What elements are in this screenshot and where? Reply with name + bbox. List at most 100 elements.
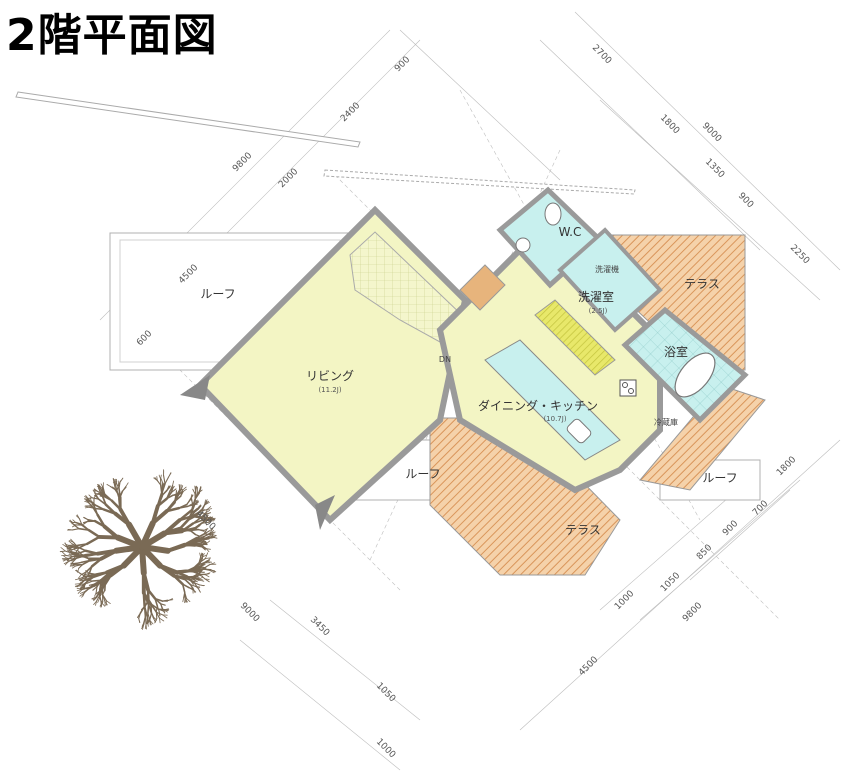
tree-branch: [99, 485, 103, 489]
tree-icon: [32, 437, 252, 657]
tree-branch: [70, 538, 74, 543]
dim-label: 2400: [339, 101, 362, 124]
tree-branch: [204, 501, 210, 506]
tree-branch: [91, 579, 102, 582]
tree-branch: [88, 585, 95, 590]
tree-branch: [209, 529, 215, 535]
tree-branch: [182, 486, 187, 491]
tree-branch: [90, 557, 103, 568]
tree-branch: [200, 504, 206, 512]
dim-label: 900: [736, 191, 755, 210]
tree-branch: [177, 488, 181, 496]
dim-label: 9800: [231, 151, 254, 174]
tree-branch: [95, 589, 102, 595]
storage: [459, 264, 506, 311]
tree-branch: [194, 544, 203, 548]
tree-branch: [76, 554, 87, 559]
tree-branch: [204, 499, 206, 505]
dim-label: 2700: [590, 43, 613, 66]
tree-branch: [144, 623, 147, 630]
tree-branch: [178, 518, 190, 531]
tree-branch: [168, 599, 174, 601]
tree-branch: [85, 573, 90, 579]
tree-branch: [79, 591, 86, 594]
tree-branch: [113, 511, 131, 527]
tree-branch: [206, 516, 212, 519]
tree-branch: [143, 615, 146, 624]
tree-branch: [180, 522, 195, 533]
tree-branch: [147, 599, 153, 607]
tree-branch: [88, 572, 98, 576]
tree-branch: [86, 579, 94, 582]
tree-branch: [99, 590, 103, 597]
tree-branch: [71, 563, 76, 567]
tree-branch: [193, 539, 201, 546]
dim-label: 1350: [703, 157, 726, 180]
tree-branch: [92, 596, 97, 600]
tree-branch: [75, 564, 84, 567]
tree-branch: [101, 495, 107, 506]
tree-branch: [88, 494, 93, 499]
tree-branch: [95, 586, 98, 593]
tree-branch: [212, 535, 217, 538]
tree-branch: [172, 574, 186, 581]
tree-branch: [75, 515, 80, 520]
tree-branch: [101, 589, 106, 596]
tree-branch: [176, 569, 190, 575]
dim-label: 1050: [374, 681, 397, 704]
roof-beam: [15, 91, 636, 195]
wall-corner: [315, 495, 335, 530]
dim-label: 9800: [681, 601, 704, 624]
dim-label: 3450: [308, 615, 331, 638]
tree-branch: [118, 481, 121, 490]
tree-branch: [191, 519, 204, 525]
tree-branch: [195, 524, 201, 529]
tree-branch: [205, 557, 211, 559]
tree-branch: [210, 534, 215, 538]
tree-branch: [206, 561, 212, 563]
tree-branch: [189, 579, 194, 585]
tree-branch: [198, 487, 202, 494]
tree-branch: [168, 472, 172, 478]
tree-branch: [161, 482, 165, 489]
tree-branch: [150, 611, 155, 618]
tree-branch: [154, 618, 158, 624]
tree-branch: [100, 601, 106, 607]
washer-label: 洗濯機: [595, 264, 619, 274]
tree-branch: [157, 608, 165, 611]
tree-branch: [156, 479, 162, 486]
tree-branch: [166, 485, 171, 491]
tree-branch: [205, 509, 210, 514]
tree-branch: [108, 563, 126, 578]
tree-branch: [195, 586, 201, 588]
tree-branch: [183, 576, 194, 579]
tree-branch: [112, 481, 117, 486]
tree-branch: [149, 612, 153, 621]
tree-branch: [74, 547, 80, 555]
tree-branch: [208, 518, 213, 522]
tree-branch: [118, 490, 124, 500]
tree-branch: [61, 551, 67, 556]
tree-branch: [99, 594, 102, 603]
tree-branch: [115, 480, 117, 486]
tree-branch: [191, 515, 202, 519]
tree-branch: [204, 574, 210, 578]
tree-branch: [66, 544, 72, 548]
tree-branch: [208, 533, 214, 537]
tree-branch: [197, 505, 200, 510]
dim-label: 1050: [659, 571, 682, 594]
tree-branch: [110, 499, 122, 511]
tree-branch: [78, 518, 83, 525]
tree-branch: [183, 578, 192, 586]
tree-branch: [95, 504, 105, 511]
tree-branch: [199, 557, 203, 565]
tree-branch: [71, 528, 80, 531]
tree-branch: [77, 567, 80, 573]
tree-branch: [126, 521, 145, 550]
tree-branch: [98, 589, 102, 597]
tree-branch: [87, 528, 101, 539]
tree-branch: [64, 561, 69, 566]
tree-branch: [75, 522, 83, 526]
tree-branch: [169, 485, 174, 492]
